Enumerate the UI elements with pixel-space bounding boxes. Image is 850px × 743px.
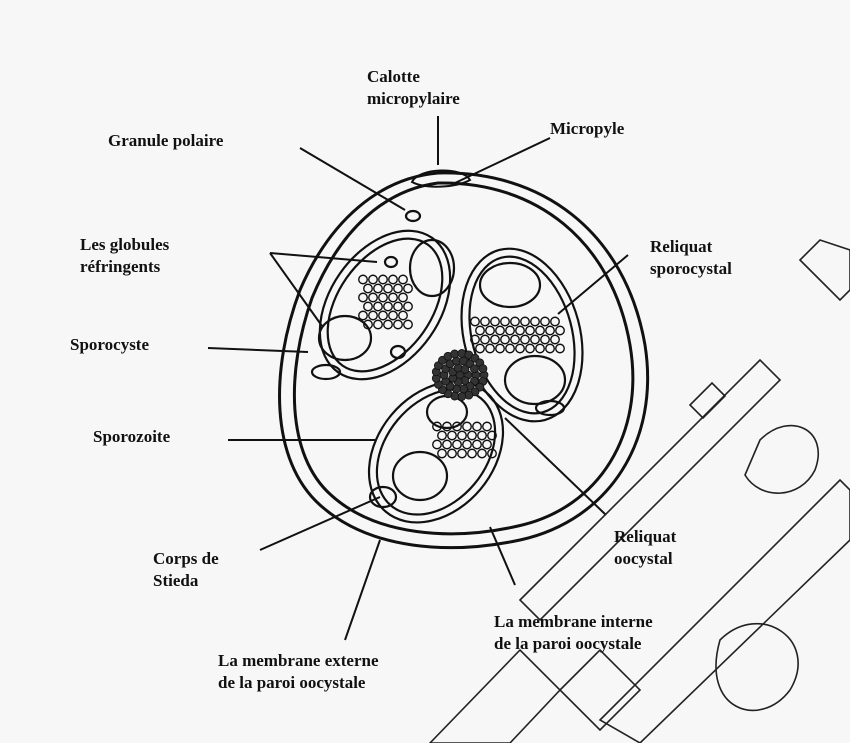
label-membrane-externe: La membrane externe de la paroi oocystal… (218, 650, 379, 694)
label-micropyle: Micropyle (550, 118, 624, 140)
label-reliquat-sporocystal: Reliquat sporocystal (650, 236, 732, 280)
label-granule-polaire: Granule polaire (108, 130, 223, 152)
trial-watermark (430, 240, 850, 743)
oocystic-residuum (432, 349, 488, 400)
label-corps-de-stieda: Corps de Stieda (153, 548, 219, 592)
label-membrane-interne: La membrane interne de la paroi oocystal… (494, 611, 653, 655)
label-sporocyste: Sporocyste (70, 334, 149, 356)
sporocystic-residuum-left (359, 275, 413, 329)
label-reliquat-oocystal: Reliquat oocystal (614, 526, 676, 570)
sporocystic-residuum-right (471, 317, 565, 353)
label-calotte-micropylaire: Calotte micropylaire (367, 66, 460, 110)
label-globules-refringents: Les globules réfringents (80, 234, 169, 278)
label-sporozoite: Sporozoite (93, 426, 170, 448)
sporocystic-residuum-bottom (433, 422, 497, 458)
polar-granule (406, 211, 420, 221)
